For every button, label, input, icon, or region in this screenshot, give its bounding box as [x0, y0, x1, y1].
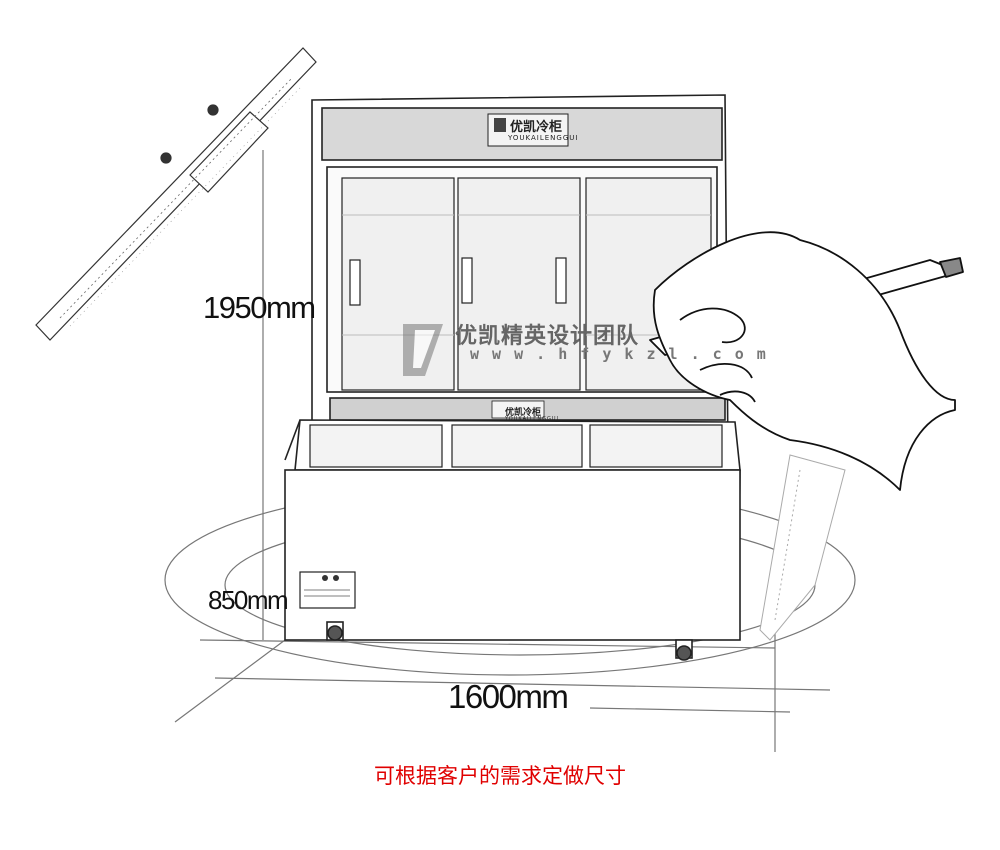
caliper-ruler	[35, 47, 317, 341]
watermark-url: w w w . h f y k z l . c o m	[470, 345, 768, 363]
watermark-name: 优凯精英设计团队	[455, 324, 640, 349]
brand-romanized-mid: YOUKAILENGGUI	[505, 416, 560, 422]
height-dimension-label: 1950mm	[203, 290, 316, 325]
display-cabinet	[284, 94, 741, 661]
watermark-logo-icon	[403, 324, 443, 376]
brand-romanized-top: YOUKAILENGGUI	[508, 134, 579, 142]
custom-size-caption: 可根据客户的需求定做尺寸	[374, 764, 626, 788]
brand-name-top: 优凯冷柜	[510, 120, 563, 135]
base-height-dimension-label: 850mm	[208, 585, 289, 615]
hand-with-pencil	[649, 231, 964, 491]
width-dimension-label: 1600mm	[448, 678, 569, 715]
brand-name-mid: 优凯冷柜	[505, 408, 542, 418]
triangle-ruler	[759, 454, 846, 641]
